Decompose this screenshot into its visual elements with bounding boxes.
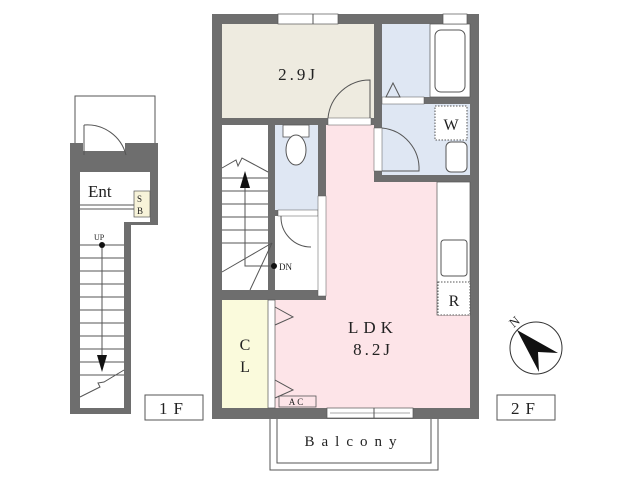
shoe-box [133, 190, 151, 218]
entrance-door-swing [83, 124, 127, 156]
room-ldk-name: LDK [348, 318, 398, 337]
balcony-label: Balcony [305, 434, 404, 450]
fridge-label: R [449, 293, 460, 310]
fridge-space [437, 281, 471, 316]
stairs-up-label: UP [94, 233, 105, 242]
door-washroom[interactable] [381, 127, 420, 172]
shoe-box-s: S [137, 194, 142, 204]
arrow-up-icon [240, 171, 250, 188]
entrance-porch [74, 95, 156, 145]
window-bath [442, 13, 468, 25]
wash-basin [445, 141, 468, 173]
room-ldk-size: 8.2J [353, 340, 393, 359]
floor-1: Ent S B UP 1F [70, 95, 204, 421]
toilet [285, 134, 307, 166]
floor-2: Balcony R C L AC [212, 13, 556, 471]
washer-label: W [443, 117, 459, 134]
shoe-box-b: B [137, 206, 143, 216]
bathtub [434, 29, 466, 93]
stairs-dn-label: DN [279, 262, 292, 272]
sliding-door-hall[interactable] [317, 195, 327, 297]
door-western[interactable] [327, 79, 371, 119]
aircon-label: AC [289, 397, 306, 407]
entrance-label: Ent [88, 182, 112, 201]
door-toilet[interactable] [280, 215, 312, 248]
aircon [278, 395, 317, 408]
room-ldk[interactable] [275, 125, 470, 408]
room-western[interactable] [222, 24, 374, 118]
floor-1-badge [144, 394, 204, 421]
closet-label-l: L [240, 359, 250, 376]
room-western-label: 2.9J [278, 65, 318, 84]
floor-1-label: 1F [159, 399, 189, 418]
hall-2f [275, 216, 318, 290]
north-compass-icon: N [506, 312, 563, 375]
floor-2-badge [496, 394, 556, 421]
entrance-door-opening [83, 143, 125, 151]
window-western [277, 13, 339, 25]
arrow-down-icon [97, 355, 107, 372]
closet-label-c: C [240, 337, 251, 354]
closet[interactable] [222, 300, 268, 408]
washer-space [434, 105, 468, 141]
stairs-1f[interactable] [79, 244, 125, 398]
closet-doors[interactable] [267, 299, 276, 409]
stairs-start-dot [99, 242, 105, 248]
stairs-2f-steps [221, 157, 275, 291]
floor-2-label: 2F [511, 399, 541, 418]
sink [440, 239, 468, 277]
